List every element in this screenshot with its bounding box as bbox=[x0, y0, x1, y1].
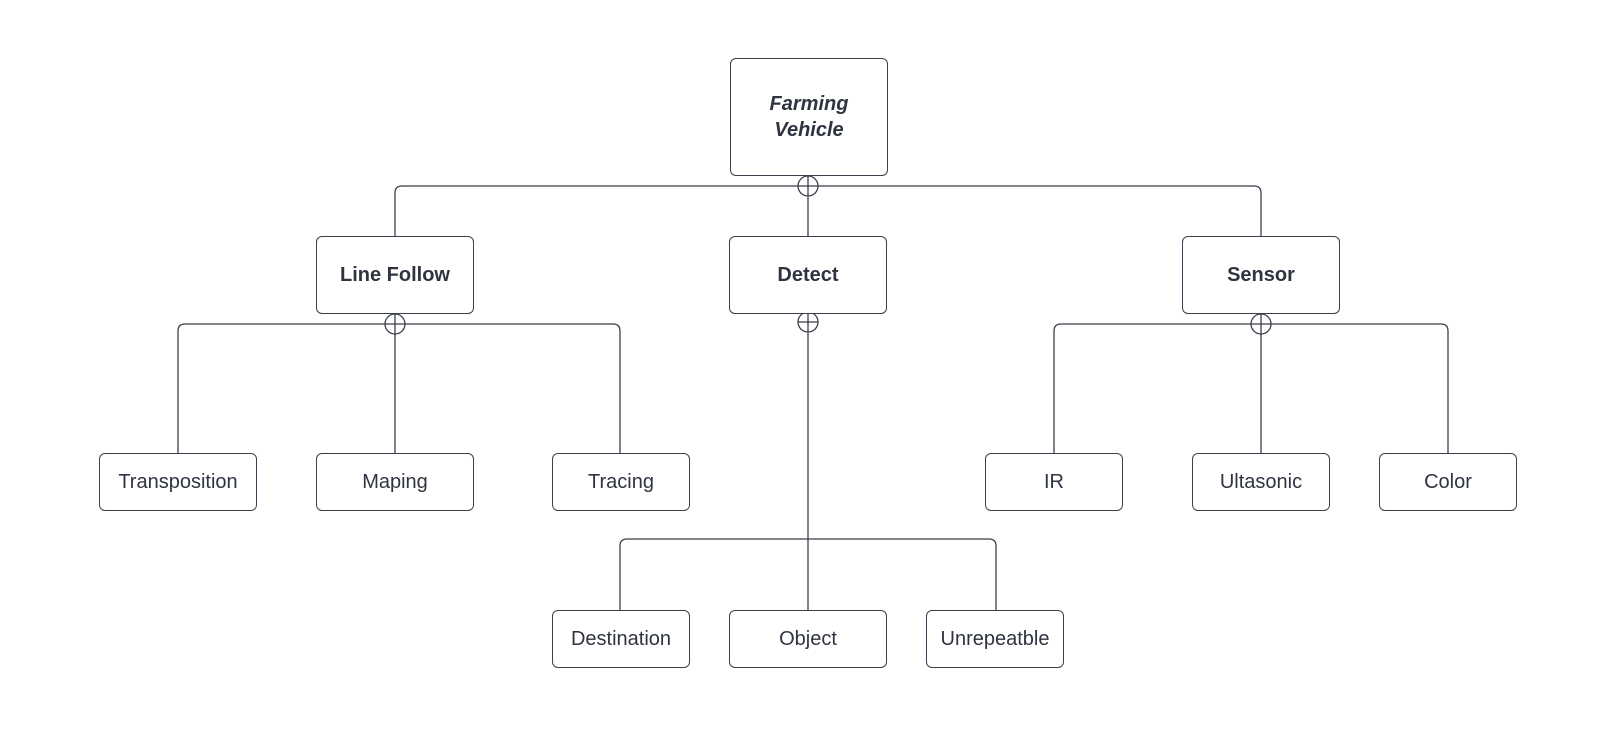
or-group-marker-detect bbox=[797, 311, 819, 333]
or-group-marker-sensor bbox=[1250, 313, 1272, 335]
node-ir[interactable]: IR bbox=[985, 453, 1123, 511]
node-unrepeatble[interactable]: Unrepeatble bbox=[926, 610, 1064, 668]
node-destination[interactable]: Destination bbox=[552, 610, 690, 668]
node-line-follow[interactable]: Line Follow bbox=[316, 236, 474, 314]
or-group-marker-linefollow bbox=[384, 313, 406, 335]
node-ultasonic[interactable]: Ultasonic bbox=[1192, 453, 1330, 511]
connector-root-bus bbox=[394, 185, 1262, 236]
node-detect[interactable]: Detect bbox=[729, 236, 887, 314]
connector-detect-bus bbox=[619, 538, 997, 610]
or-group-marker-root bbox=[797, 175, 819, 197]
node-sensor[interactable]: Sensor bbox=[1182, 236, 1340, 314]
node-maping[interactable]: Maping bbox=[316, 453, 474, 511]
node-transposition[interactable]: Transposition bbox=[99, 453, 257, 511]
connector-linefollow-bus bbox=[177, 323, 621, 453]
connector-sensor-bus bbox=[1053, 323, 1449, 453]
node-farming-vehicle-label: Farming Vehicle bbox=[769, 93, 849, 141]
node-color[interactable]: Color bbox=[1379, 453, 1517, 511]
node-farming-vehicle[interactable]: Farming Vehicle bbox=[730, 58, 888, 176]
node-tracing[interactable]: Tracing bbox=[552, 453, 690, 511]
node-object[interactable]: Object bbox=[729, 610, 887, 668]
